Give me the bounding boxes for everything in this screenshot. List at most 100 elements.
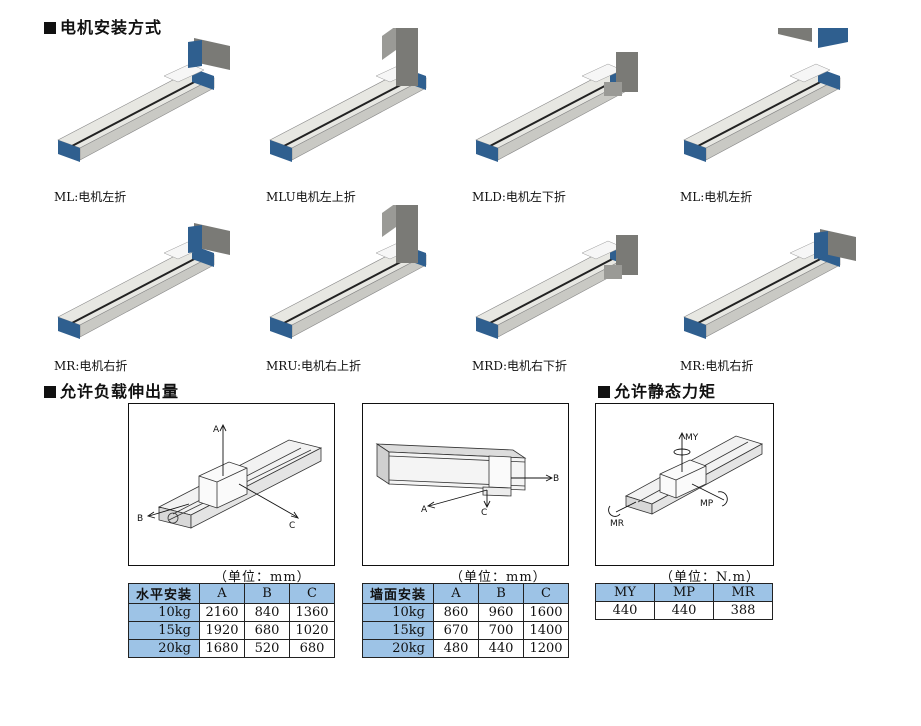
table-cell: 1680 — [199, 639, 245, 658]
axis-b-arrow-icon — [148, 503, 190, 517]
bullet-square-icon — [44, 22, 56, 34]
section-title-overhang: 允许负载伸出量 — [44, 378, 179, 402]
mp-axis-arrow-icon — [691, 483, 725, 501]
actuator-render-icon — [475, 52, 638, 162]
motor-render-icon — [188, 223, 230, 255]
mount-type-label: MLU电机左上折 — [266, 190, 356, 204]
motor-render-icon — [382, 28, 418, 86]
table-cell: 1020 — [289, 621, 335, 640]
section-title-mounting: 电机安装方式 — [44, 14, 162, 38]
actuator-render-icon — [683, 229, 856, 339]
table-cell: 1360 — [289, 603, 335, 622]
section-title-moment: 允许静态力矩 — [598, 378, 716, 402]
mount-type-label: MR:电机右折 — [680, 359, 754, 373]
table-cell: 1600 — [523, 603, 569, 622]
axis-c-label: C — [481, 508, 487, 518]
horizontal-actuator-drawing: A B C — [137, 423, 323, 531]
mount-type-item: ML:电机左折 — [44, 28, 244, 208]
axis-b-label: B — [137, 514, 143, 524]
axis-c-arrow-icon — [238, 483, 298, 518]
section-title-moment-text: 允许静态力矩 — [614, 382, 717, 401]
table-header-cell: 水平安装 — [128, 583, 200, 604]
table-cell: 520 — [244, 639, 290, 658]
mount-type-item: MLD:电机左下折 — [462, 28, 662, 208]
table-header-cell: C — [289, 583, 335, 604]
my-label: MY — [685, 433, 699, 443]
mount-type-item: ML:电机左折 — [670, 28, 870, 208]
table-cell: 440 — [654, 601, 714, 620]
table-header-cell: MR — [713, 583, 773, 602]
mp-label: MP — [700, 499, 714, 509]
table-header-cell: MP — [654, 583, 714, 602]
mount-type-item: MR:电机右折 — [44, 205, 244, 385]
moment-unit-note: （单位：N.m） — [660, 570, 761, 585]
table-cell: 15kg — [362, 621, 434, 640]
wall-actuator-drawing: A B C — [375, 443, 559, 518]
mount-type-item: MRD:电机右下折 — [462, 205, 662, 385]
table-header-cell: C — [523, 583, 569, 604]
moment-actuator-drawing: MY MP MR — [608, 431, 764, 529]
axis-c-label: C — [289, 521, 295, 531]
table-cell: 670 — [433, 621, 479, 640]
motor-render-icon — [382, 205, 418, 263]
mr-rotation-icon — [608, 505, 621, 517]
mount-type-label: MR:电机右折 — [54, 359, 128, 373]
mount-type-item: MR:电机右折 — [670, 205, 870, 385]
axis-a-label: A — [213, 425, 220, 435]
table-header-cell: A — [199, 583, 245, 604]
wall-mount-diagram: A B C — [362, 403, 569, 566]
table-cell: 480 — [433, 639, 479, 658]
motor-render-icon — [778, 28, 848, 48]
moment-diagram: MY MP MR — [595, 403, 774, 566]
table-cell: 10kg — [128, 603, 200, 622]
table-cell: 840 — [244, 603, 290, 622]
table-header-cell: B — [244, 583, 290, 604]
table-cell: 10kg — [362, 603, 434, 622]
bullet-square-icon — [44, 386, 56, 398]
actuator-render-icon — [269, 205, 427, 339]
actuator-render-icon — [683, 28, 848, 162]
actuator-render-icon — [57, 38, 230, 162]
actuator-render-icon — [475, 235, 638, 339]
actuator-render-icon — [57, 223, 230, 339]
horizontal-mount-diagram: A B C — [128, 403, 335, 566]
table-cell: 2160 — [199, 603, 245, 622]
axis-a-label: A — [421, 505, 428, 515]
axis-b-label: B — [553, 474, 559, 484]
mount-type-label: MRU:电机右上折 — [266, 359, 362, 373]
mount-type-label: MRD:电机右下折 — [472, 359, 567, 373]
motor-render-icon — [188, 38, 230, 70]
table-cell: 860 — [433, 603, 479, 622]
mount-type-label: ML:电机左折 — [54, 190, 127, 204]
table-header-cell: 墙面安装 — [362, 583, 434, 604]
section-title-mounting-text: 电机安装方式 — [60, 18, 163, 37]
my-rotation-icon — [673, 448, 691, 456]
table-cell: 20kg — [362, 639, 434, 658]
table-cell: 1200 — [523, 639, 569, 658]
motor-render-icon — [604, 235, 638, 279]
section-title-overhang-text: 允许负载伸出量 — [60, 382, 180, 401]
mount-type-item: MLU电机左上折 — [256, 28, 456, 208]
table-header-cell: A — [433, 583, 479, 604]
axis-a-arrow-icon — [428, 489, 488, 507]
table-cell: 680 — [244, 621, 290, 640]
table-cell: 15kg — [128, 621, 200, 640]
mount-type-item: MRU:电机右上折 — [256, 205, 456, 385]
motor-render-icon — [604, 52, 638, 96]
table-cell: 700 — [478, 621, 524, 640]
wall-unit-note: （单位：mm） — [450, 570, 547, 585]
mr-axis-arrow-icon — [615, 501, 637, 513]
mp-rotation-icon — [717, 491, 728, 507]
mount-type-label: MLD:电机左下折 — [472, 190, 566, 204]
table-cell: 680 — [289, 639, 335, 658]
table-cell: 1920 — [199, 621, 245, 640]
